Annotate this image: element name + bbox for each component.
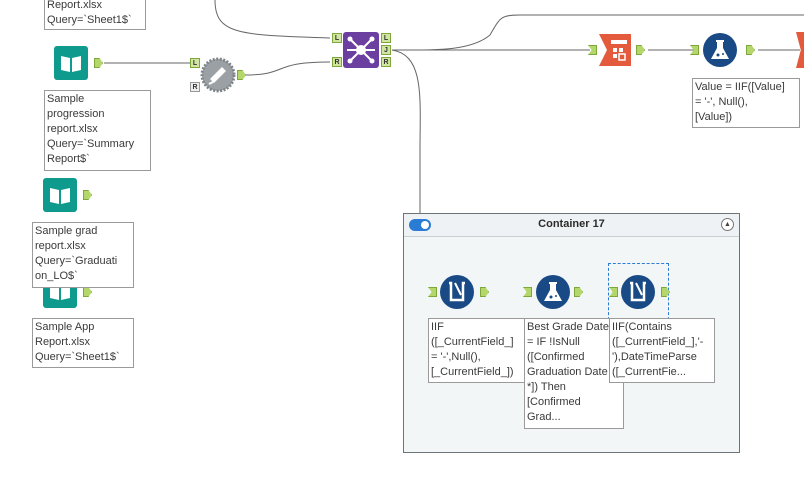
book-icon xyxy=(43,178,77,212)
annotation-multi-field-1: IIF ([_CurrentField_] = '-',Null(), [_Cu… xyxy=(428,318,528,383)
append-fields-tool[interactable] xyxy=(200,57,236,93)
input-data-tool-progression[interactable] xyxy=(54,46,88,80)
left-input-port[interactable]: L xyxy=(190,58,200,68)
join-tool[interactable] xyxy=(343,32,379,68)
multi-field-formula-tool-selected[interactable] xyxy=(620,274,655,309)
book-icon xyxy=(54,46,88,80)
annotation-report-top: Report.xlsx Query=`Sheet1$` xyxy=(44,0,146,30)
annotation-grad: Sample grad report.xlsx Query=`Graduati … xyxy=(32,222,134,288)
right-input-port[interactable]: R xyxy=(190,82,200,92)
output-port[interactable] xyxy=(480,287,489,297)
container-title: Container 17 xyxy=(538,218,605,230)
beaker-icon xyxy=(621,275,655,309)
join-output-port[interactable]: J xyxy=(381,45,391,55)
formula-tool-best-grade[interactable] xyxy=(535,274,570,309)
output-port[interactable] xyxy=(83,190,92,200)
text-to-columns-tool[interactable] xyxy=(597,32,631,66)
output-port[interactable] xyxy=(574,287,583,297)
output-port[interactable] xyxy=(237,70,246,80)
beaker-icon xyxy=(440,275,474,309)
annotation-progression: Sample progression report.xlsx Query=`Su… xyxy=(44,90,151,171)
fuzzy-match-icon xyxy=(200,57,236,93)
multi-field-formula-tool[interactable] xyxy=(439,274,474,309)
flask-icon xyxy=(703,33,737,67)
container-header[interactable]: Container 17 ▲ xyxy=(404,214,739,237)
output-port[interactable] xyxy=(636,45,645,55)
annotation-formula-value: Value = IIF([Value] = '-', Null(), [Valu… xyxy=(692,78,800,128)
annotation-app: Sample App Report.xlsx Query=`Sheet1$` xyxy=(32,318,134,368)
flask-icon xyxy=(536,275,570,309)
left-input-port[interactable]: L xyxy=(332,33,342,43)
output-port[interactable] xyxy=(661,287,670,297)
join-icon xyxy=(343,32,379,68)
text-to-columns-icon xyxy=(599,34,631,66)
output-port[interactable] xyxy=(94,58,103,68)
right-output-port[interactable]: R xyxy=(381,57,391,67)
formula-tool[interactable] xyxy=(702,32,737,67)
right-input-port[interactable]: R xyxy=(332,57,342,67)
annotation-best-grade: Best Grade Date = IF !IsNull ([Confirmed… xyxy=(524,318,624,429)
annotation-multi-field-3: IIF(Contains ([_CurrentField_],'- '),Dat… xyxy=(609,318,715,383)
collapse-icon[interactable]: ▲ xyxy=(721,218,734,231)
left-output-port[interactable]: L xyxy=(381,33,391,43)
container-toggle[interactable] xyxy=(409,219,431,231)
input-data-tool-grad[interactable] xyxy=(43,178,77,212)
output-port[interactable] xyxy=(746,45,755,55)
